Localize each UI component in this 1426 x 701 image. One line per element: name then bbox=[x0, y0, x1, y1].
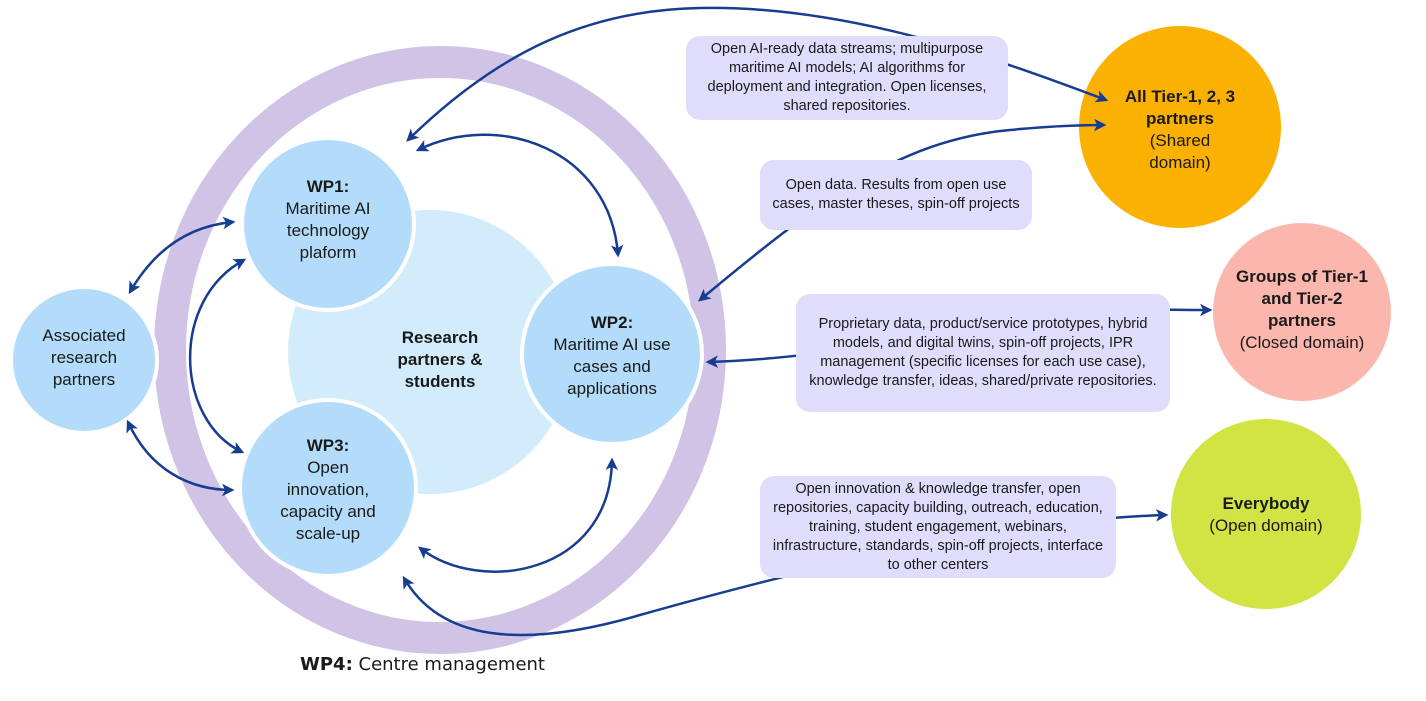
wp1-title: WP1: bbox=[306, 177, 350, 196]
closed-label: Groups of Tier-1 and Tier-2 partners (Cl… bbox=[1222, 265, 1382, 355]
wp3-label: WP3: Open innovation, capacity and scale… bbox=[258, 425, 398, 555]
hub-title: Research partners & students bbox=[397, 328, 483, 391]
closed-subtitle: (Closed domain) bbox=[1239, 333, 1365, 352]
everybody-circle[interactable] bbox=[1171, 419, 1361, 609]
all-tiers-label: All Tier-1, 2, 3 partners (Shared domain… bbox=[1110, 87, 1250, 172]
box-proprietary: Proprietary data, product/service protot… bbox=[796, 294, 1170, 412]
box-open-innovation: Open innovation & knowledge transfer, op… bbox=[760, 476, 1116, 578]
all-tiers-subtitle: (Shared domain) bbox=[1149, 131, 1211, 172]
wp1-label: WP1: Maritime AI technology plaform bbox=[258, 170, 398, 270]
wp1-circle[interactable] bbox=[240, 136, 416, 312]
associated-text: Associated research partners bbox=[42, 326, 126, 389]
all-tiers-circle[interactable] bbox=[1079, 26, 1281, 228]
arrow-wp2-alltiers bbox=[698, 118, 1107, 302]
wp4-text: Centre management bbox=[352, 654, 546, 675]
wp3-text: Open innovation, capacity and scale-up bbox=[280, 458, 376, 543]
hub-label: Research partners & students bbox=[380, 320, 500, 400]
arrow-wp1-wp3 bbox=[188, 258, 247, 454]
wp2-label: WP2: Maritime AI use cases and applicati… bbox=[532, 306, 692, 406]
wp2-circle[interactable] bbox=[520, 262, 704, 446]
everybody-title: Everybody bbox=[1222, 494, 1310, 513]
associated-label: Associated research partners bbox=[24, 318, 144, 398]
everybody-label: Everybody (Open domain) bbox=[1186, 490, 1346, 540]
wp3-title: WP3: bbox=[306, 436, 350, 455]
wp3-circle[interactable] bbox=[238, 398, 418, 578]
arrow-associated-wp1 bbox=[128, 216, 236, 295]
closed-title: Groups of Tier-1 and Tier-2 partners bbox=[1236, 267, 1368, 330]
associated-partners-circle[interactable] bbox=[9, 285, 159, 435]
arrow-associated-wp3 bbox=[126, 419, 235, 497]
everybody-subtitle: (Open domain) bbox=[1209, 516, 1323, 535]
wp1-text: Maritime AI technology plaform bbox=[285, 199, 371, 262]
box-open-data: Open data. Results from open use cases, … bbox=[760, 160, 1032, 230]
box-ai-streams: Open AI-ready data streams; multipurpose… bbox=[686, 36, 1008, 120]
wp4-title: WP4: bbox=[300, 654, 353, 675]
wp2-text: Maritime AI use cases and applications bbox=[553, 335, 671, 398]
wp2-title: WP2: bbox=[590, 313, 634, 332]
closed-domain-circle[interactable] bbox=[1213, 223, 1391, 401]
wp4-label: WP4: Centre management bbox=[300, 654, 600, 675]
all-tiers-title: All Tier-1, 2, 3 partners bbox=[1124, 87, 1236, 128]
